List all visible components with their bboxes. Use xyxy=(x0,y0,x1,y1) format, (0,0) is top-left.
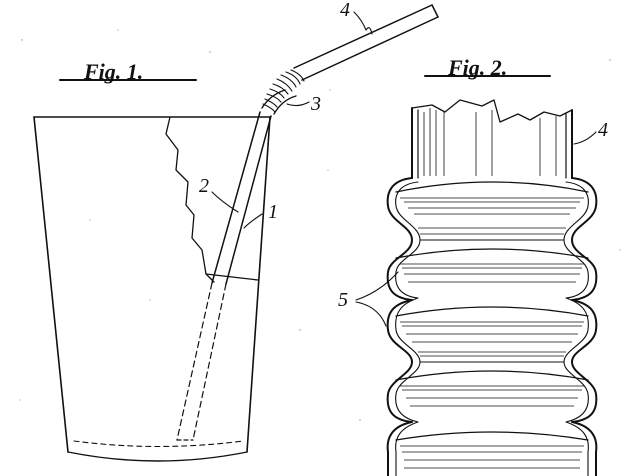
rib-4 xyxy=(395,370,589,381)
leader-2 xyxy=(211,191,239,213)
straw-corrugated-bend xyxy=(261,69,305,115)
glass-broken-edge xyxy=(165,116,215,283)
leader-4-fig2 xyxy=(573,131,597,145)
straw-left-edge xyxy=(211,111,261,284)
drinking-glass xyxy=(33,116,271,462)
rib-2 xyxy=(395,248,589,259)
leader-3 xyxy=(286,101,310,107)
corrugated-tube-section xyxy=(386,177,598,476)
tube-broken-top xyxy=(411,99,573,123)
figure-2-reference-numerals: 4 5 xyxy=(338,119,608,327)
glass-left-wall xyxy=(33,116,69,453)
straw xyxy=(176,4,439,441)
glass-right-wall xyxy=(246,116,271,453)
figure-2: Fig. 2. xyxy=(338,55,608,476)
rib-5 xyxy=(395,431,589,441)
figure-1: Fig. 1. xyxy=(33,0,439,462)
straight-tube-section xyxy=(411,99,573,179)
straw-upper-top-edge xyxy=(293,4,433,69)
straw-hidden-right xyxy=(192,283,227,441)
leader-5a xyxy=(355,271,399,301)
reference-numeral-3: 3 xyxy=(310,93,321,115)
straw-hidden-left xyxy=(176,282,213,441)
rib-3 xyxy=(395,306,589,317)
leader-5b xyxy=(355,301,387,327)
paper-speckles xyxy=(19,29,621,421)
reference-numeral-2: 2 xyxy=(199,175,209,197)
reference-numeral-4-fig2: 4 xyxy=(598,119,608,141)
straw-upper-end xyxy=(431,4,439,18)
leader-1 xyxy=(243,213,263,229)
glass-base xyxy=(67,451,248,462)
reference-numeral-1: 1 xyxy=(268,201,278,223)
reference-numeral-5: 5 xyxy=(338,289,348,311)
leader-4 xyxy=(353,11,373,35)
straw-right-edge xyxy=(225,115,272,285)
figure-1-reference-numerals: 1 2 3 4 xyxy=(199,0,373,229)
straw-upper-bottom-edge xyxy=(301,16,439,81)
reference-numeral-4: 4 xyxy=(340,0,350,21)
rib-1 xyxy=(395,181,589,193)
glass-bottom-hidden-line xyxy=(73,440,244,448)
